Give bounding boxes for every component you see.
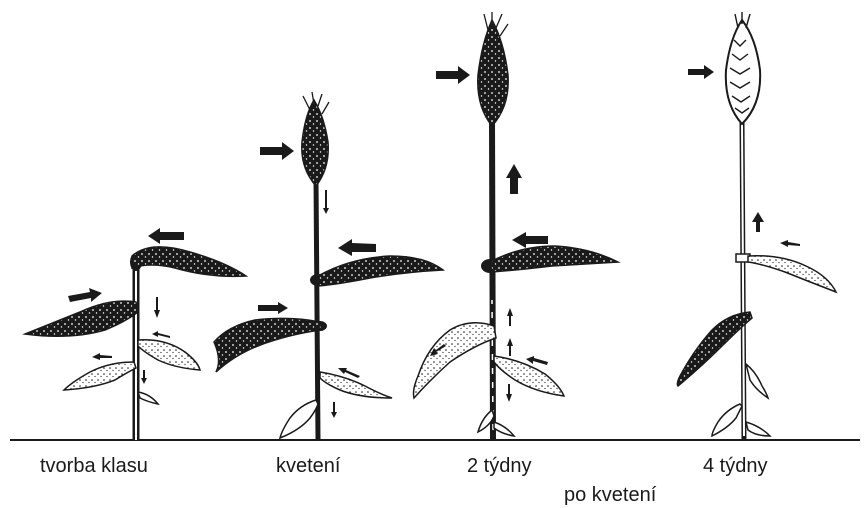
flag-leaf: [748, 256, 836, 292]
plant-stage-2: [214, 92, 443, 440]
arrow-icon: [780, 240, 800, 247]
leaf: [677, 312, 752, 386]
leaf: [712, 404, 742, 436]
plant-stage-4: [677, 12, 836, 440]
stem: [492, 120, 493, 440]
arrow-icon: [338, 239, 376, 256]
arrow-icon: [507, 308, 513, 326]
leaf: [746, 364, 768, 398]
arrow-icon: [331, 402, 337, 418]
arrow-icon: [507, 338, 513, 356]
stage-label-2-weeks: 2 týdny: [467, 455, 531, 478]
arrow-icon: [506, 384, 512, 402]
flag-leaf: [318, 256, 443, 286]
leaf: [25, 301, 138, 336]
arrow-icon: [526, 356, 548, 365]
leaf: [494, 422, 514, 436]
arrow-icon: [154, 297, 160, 318]
leaf: [414, 323, 497, 398]
arrow-icon: [512, 232, 548, 248]
arrow-icon: [506, 164, 522, 194]
flag-leaf: [490, 246, 618, 272]
leaf: [138, 392, 158, 404]
flag-leaf: [132, 247, 246, 276]
arrow-icon: [141, 370, 147, 384]
plant-stage-1: [25, 228, 246, 440]
wheat-ear: [302, 100, 328, 186]
arrow-icon: [323, 190, 329, 214]
stage-label-4-weeks: 4 týdny: [703, 455, 767, 478]
arrow-icon: [258, 302, 288, 314]
leaf: [494, 356, 564, 396]
leaf: [214, 318, 322, 372]
wheat-ear: [478, 20, 508, 126]
arrow-icon: [68, 288, 102, 302]
arrow-icon: [752, 212, 764, 232]
arrow-icon: [688, 65, 714, 79]
leaf: [138, 340, 200, 370]
leaf: [746, 422, 770, 436]
arrow-icon: [436, 66, 470, 84]
stage-subtitle-after-flowering: po kvetení: [564, 484, 656, 507]
stage-label-spike-formation: tvorba klasu: [40, 455, 148, 478]
arrow-icon: [148, 228, 184, 244]
leaf: [64, 362, 136, 390]
stage-label-flowering: kvetení: [276, 455, 340, 478]
leaf: [280, 400, 318, 438]
arrow-icon: [260, 142, 294, 160]
arrow-icon: [92, 353, 112, 360]
arrow-icon: [152, 331, 170, 338]
plant-stage-3: [414, 12, 619, 440]
